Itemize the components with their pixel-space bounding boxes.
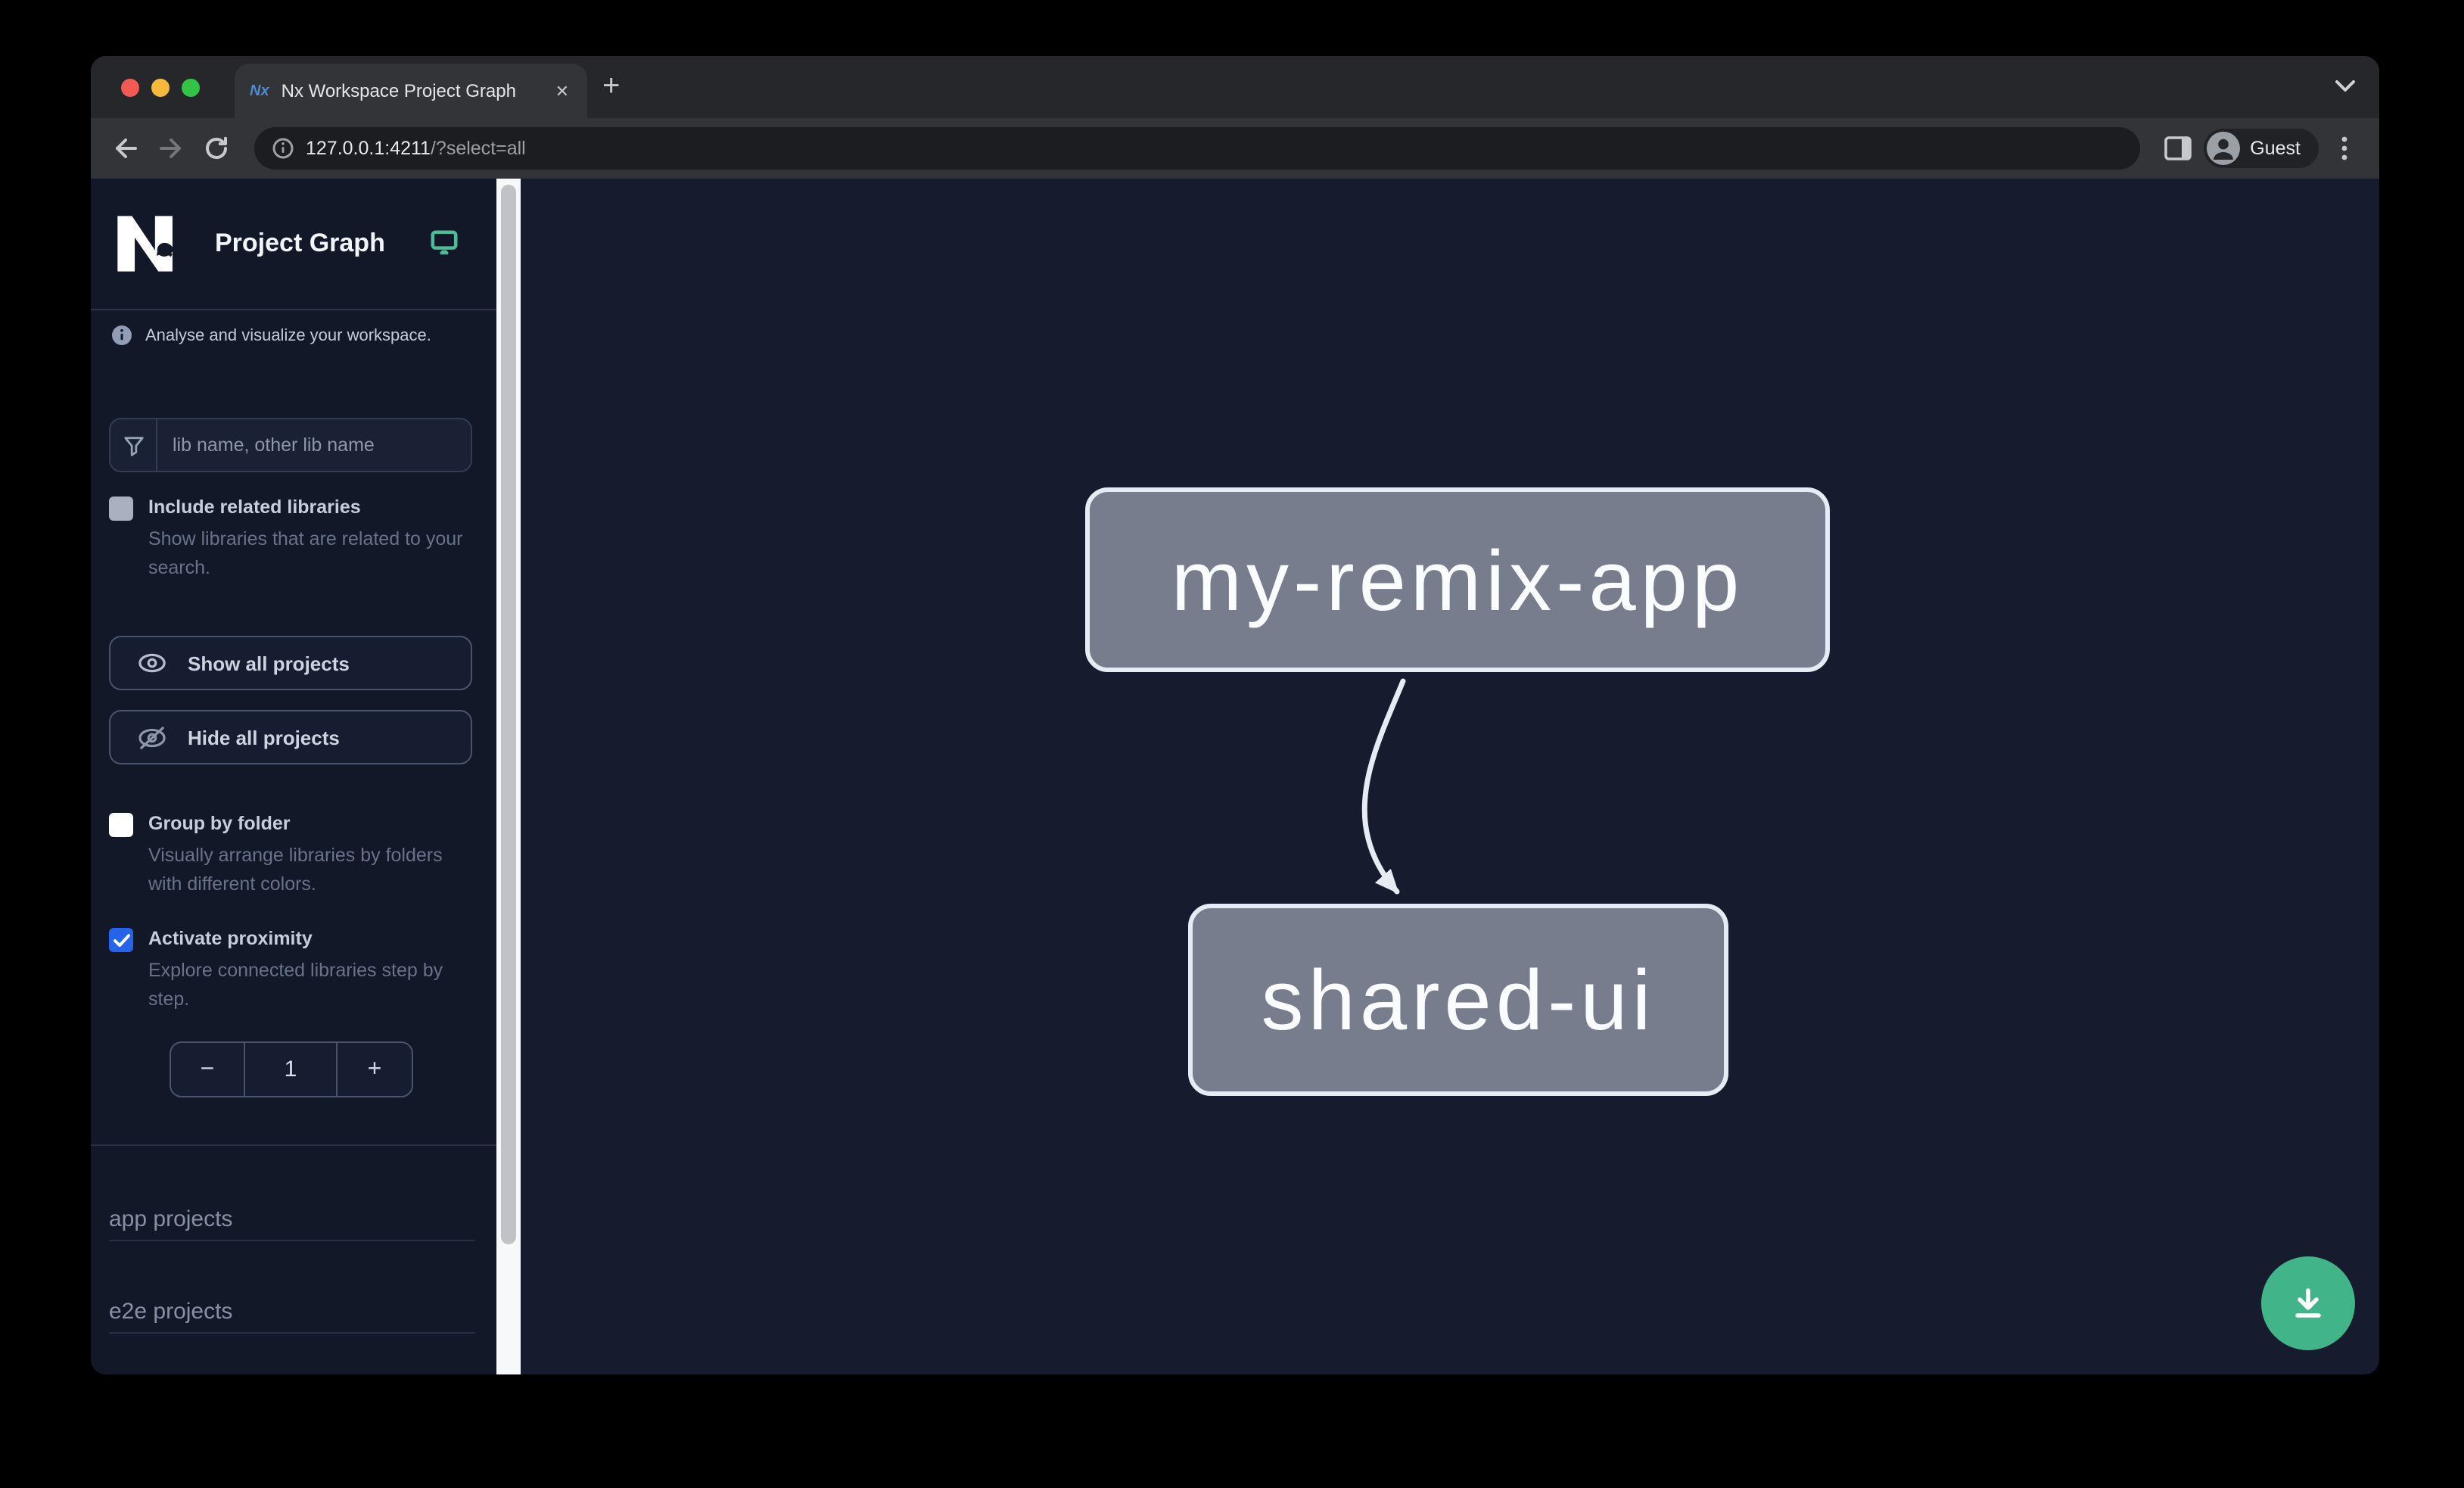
option-description: Explore connected libraries step by step…	[148, 960, 443, 1010]
tab-close-icon[interactable]: ✕	[555, 82, 569, 101]
reload-button[interactable]	[197, 129, 236, 168]
tab-title: Nx Workspace Project Graph	[281, 80, 516, 101]
eye-off-icon	[138, 724, 166, 750]
chevron-down-icon[interactable]	[2335, 80, 2355, 92]
back-button[interactable]	[106, 129, 145, 168]
hide-all-projects-button[interactable]: Hide all projects	[109, 710, 472, 764]
option-group-by-folder: Group by folder Visually arrange librari…	[109, 811, 475, 900]
stepper-decrement-button[interactable]: −	[171, 1043, 245, 1096]
option-description: Show libraries that are related to your …	[148, 528, 463, 579]
divider	[91, 1144, 496, 1146]
sidebar-scrollbar	[496, 179, 521, 1374]
option-label: Activate proximity	[148, 928, 313, 949]
eye-icon	[138, 651, 166, 675]
url-text: 127.0.0.1:4211/?select=all	[306, 138, 526, 159]
url-path: /?select=all	[430, 138, 526, 159]
graph-node-my-remix-app[interactable]: my-remix-app	[1085, 487, 1830, 672]
show-all-projects-button[interactable]: Show all projects	[109, 636, 472, 690]
address-bar[interactable]: 127.0.0.1:4211/?select=all	[254, 127, 2140, 170]
section-app-projects: app projects	[109, 1206, 475, 1241]
graph-canvas[interactable]: my-remix-app shared-ui	[521, 179, 2379, 1374]
group-by-folder-checkbox[interactable]	[109, 813, 133, 837]
scrollbar-thumb[interactable]	[501, 185, 516, 1244]
download-icon	[2288, 1284, 2328, 1323]
new-tab-button[interactable]: +	[602, 70, 621, 103]
minimize-window-button[interactable]	[151, 79, 170, 97]
zoom-window-button[interactable]	[182, 79, 200, 97]
option-label: Group by folder	[148, 813, 291, 834]
page-content: Project Graph Analyse and visualize your…	[91, 179, 2379, 1374]
profile-name: Guest	[2250, 138, 2301, 159]
browser-tab[interactable]: Nx Nx Workspace Project Graph ✕	[235, 64, 587, 118]
node-label: my-remix-app	[1171, 532, 1744, 627]
nx-favicon-icon: Nx	[250, 82, 269, 99]
search-input[interactable]	[157, 434, 471, 456]
node-label: shared-ui	[1261, 952, 1656, 1048]
tagline-text: Analyse and visualize your workspace.	[145, 326, 431, 344]
app-title: Project Graph	[215, 229, 385, 257]
section-e2e-projects: e2e projects	[109, 1299, 475, 1334]
site-info-icon[interactable]	[272, 138, 294, 159]
graph-node-shared-ui[interactable]: shared-ui	[1188, 904, 1728, 1096]
sidebar-header: Project Graph	[91, 179, 496, 310]
download-graph-button[interactable]	[2261, 1256, 2355, 1350]
section-label: e2e projects	[109, 1299, 233, 1325]
sidebar: Project Graph Analyse and visualize your…	[91, 179, 496, 1374]
stepper-increment-button[interactable]: +	[367, 1056, 382, 1082]
window-controls	[121, 79, 200, 97]
section-label: app projects	[109, 1206, 233, 1232]
side-panel-icon[interactable]	[2158, 129, 2197, 168]
button-label: Hide all projects	[188, 726, 340, 749]
info-icon	[112, 325, 132, 345]
activate-proximity-checkbox[interactable]	[109, 928, 133, 952]
url-host: 127.0.0.1:4211	[306, 138, 431, 159]
option-activate-proximity: Activate proximity Explore connected lib…	[109, 926, 475, 1015]
filter-icon	[110, 419, 157, 471]
avatar-icon	[2206, 132, 2240, 165]
nx-logo-icon	[112, 210, 179, 277]
tab-strip: Nx Nx Workspace Project Graph ✕ +	[91, 56, 2379, 118]
tagline: Analyse and visualize your workspace.	[112, 325, 431, 345]
monitor-icon[interactable]	[430, 229, 459, 257]
close-window-button[interactable]	[121, 79, 139, 97]
forward-button[interactable]	[151, 129, 191, 168]
dependency-edge	[1361, 678, 1406, 895]
option-label: Include related libraries	[148, 497, 361, 518]
option-include-related: Include related libraries Show libraries…	[109, 495, 475, 584]
proximity-stepper: − 1 +	[170, 1041, 413, 1097]
browser-toolbar: 127.0.0.1:4211/?select=all Guest	[91, 118, 2379, 179]
stepper-value: 1	[245, 1043, 338, 1096]
button-label: Show all projects	[188, 652, 350, 674]
search-box	[109, 418, 472, 472]
browser-window: Nx Nx Workspace Project Graph ✕ +	[91, 56, 2379, 1374]
option-description: Visually arrange libraries by folders wi…	[148, 845, 443, 895]
browser-menu-icon[interactable]	[2325, 129, 2364, 168]
profile-button[interactable]: Guest	[2203, 129, 2319, 168]
include-related-checkbox[interactable]	[109, 497, 133, 521]
